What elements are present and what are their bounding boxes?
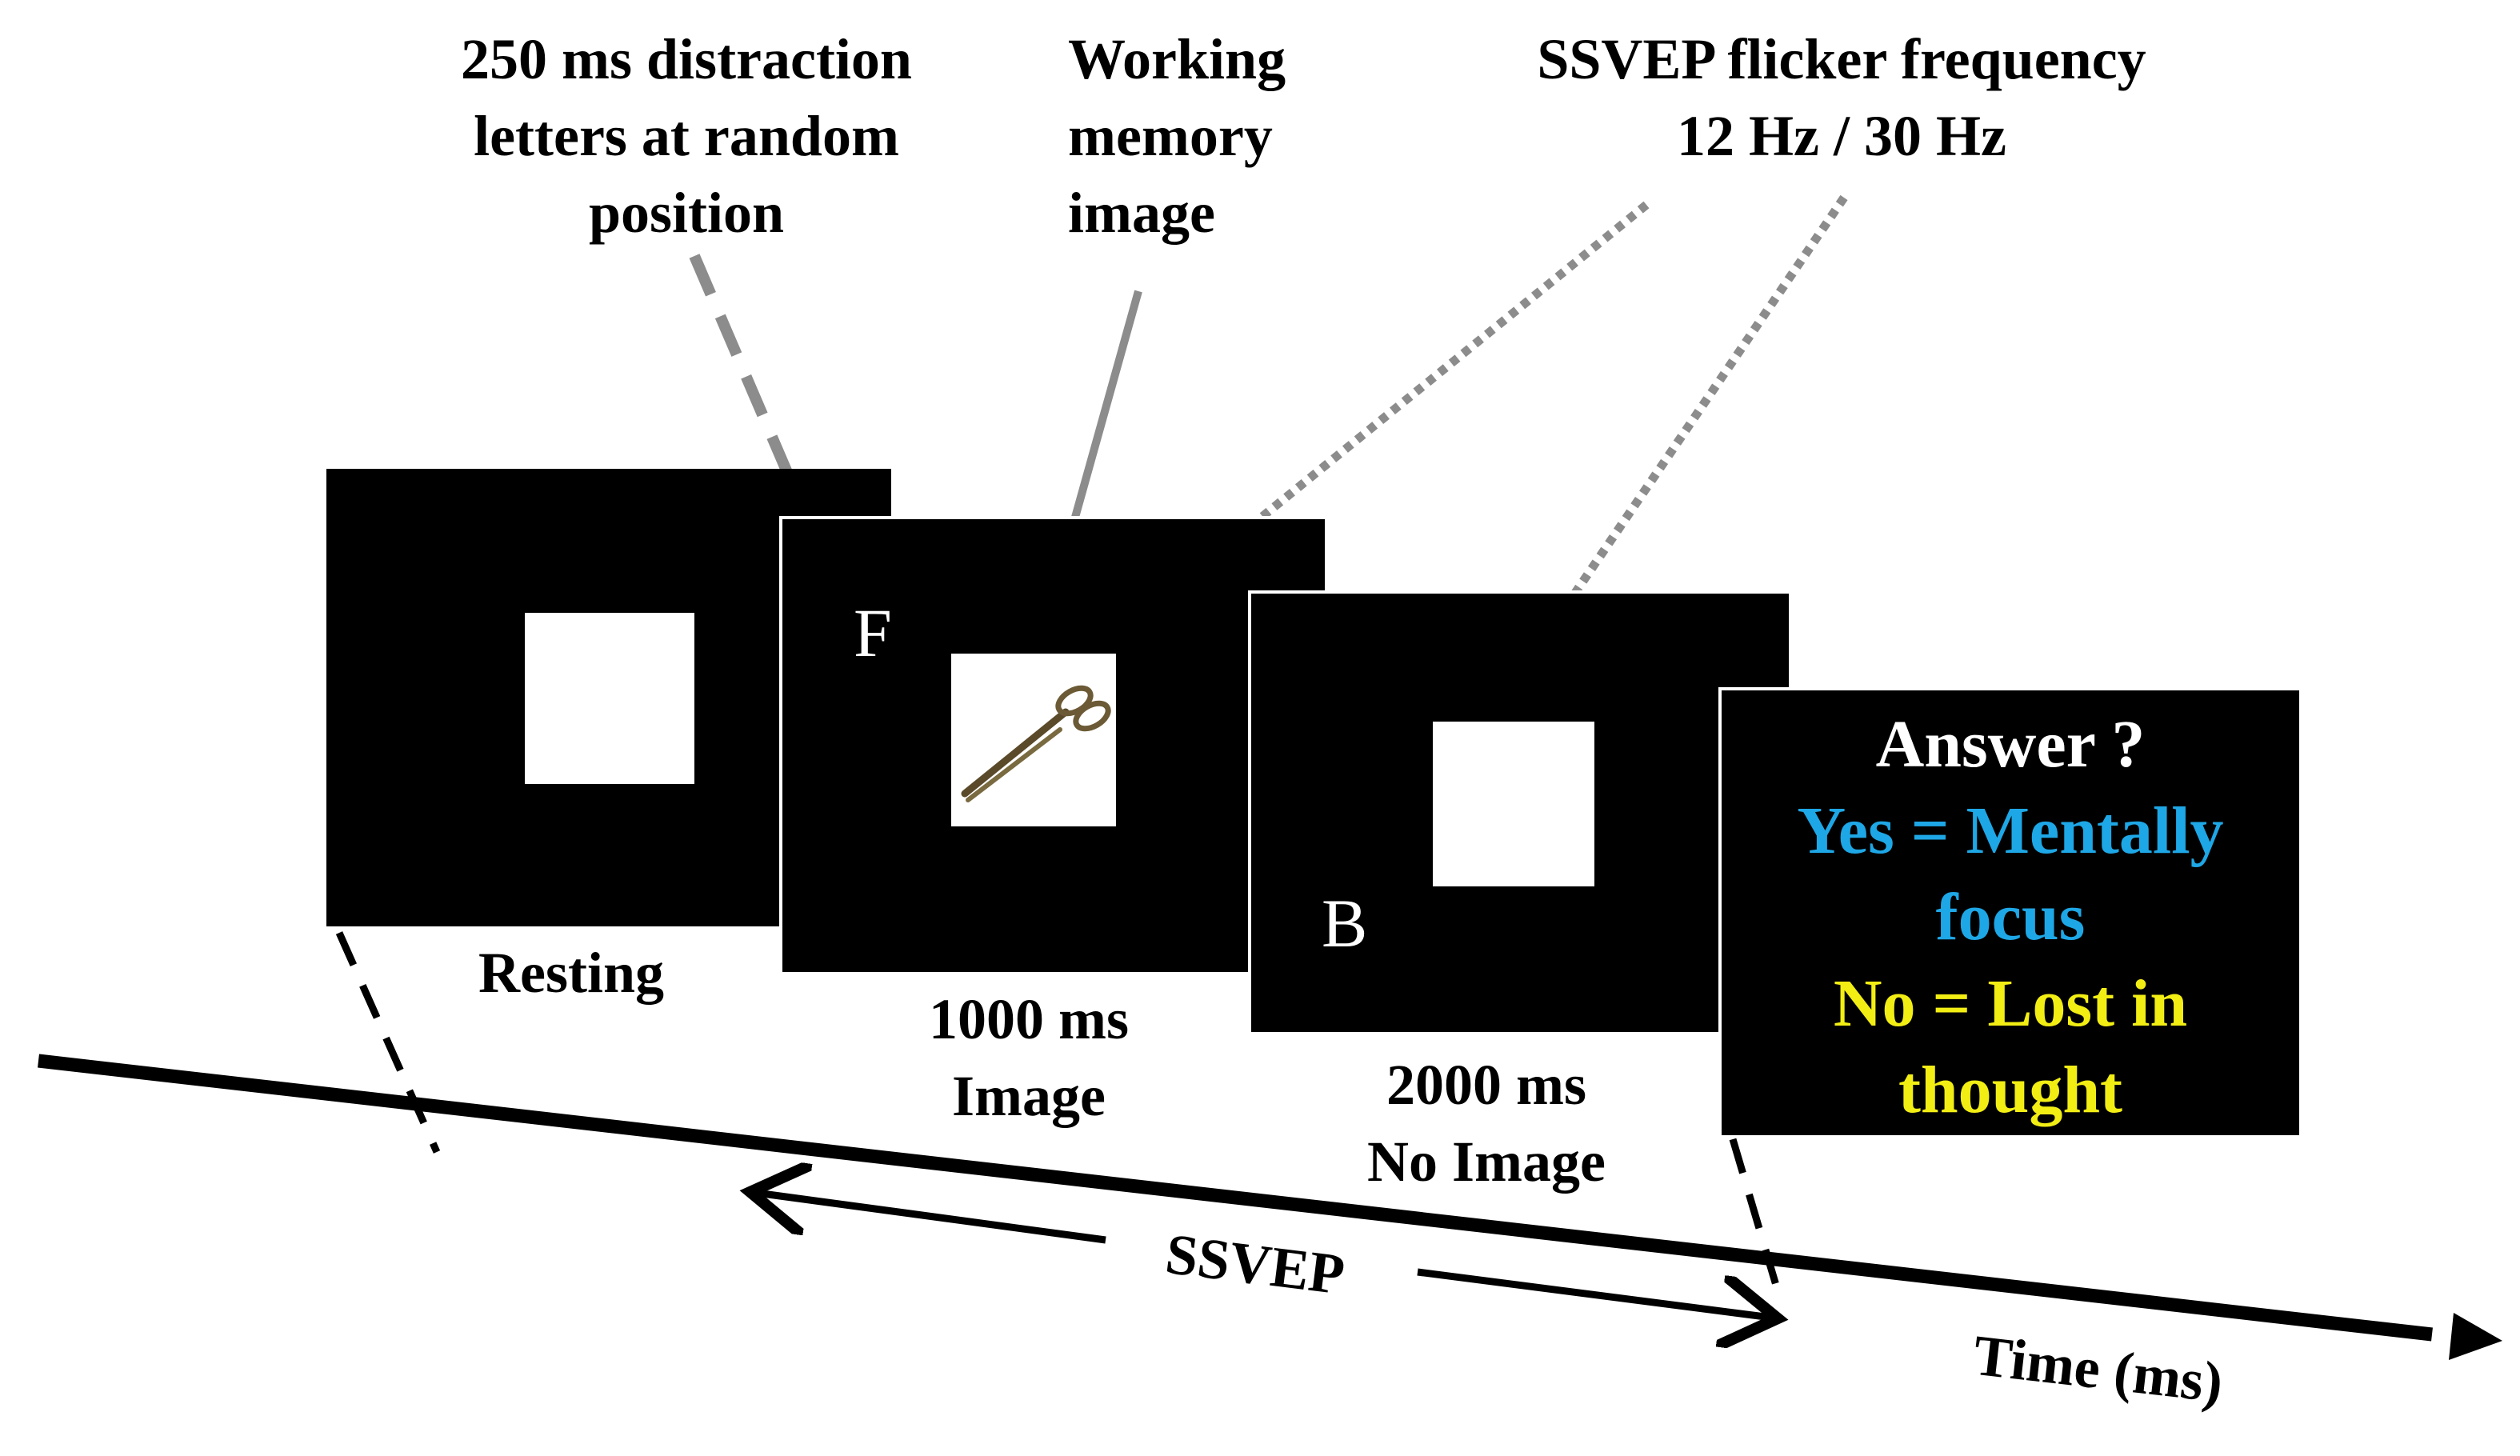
ssvep-span-label: SSVEP [1162, 1222, 1348, 1307]
working-memory-annotation: Working memory image [1068, 27, 1286, 245]
ssvep-flicker-line-2: 12 Hz / 30 Hz [1677, 104, 2006, 168]
distraction-line-3: position [589, 181, 784, 245]
no-image-screen: B [1248, 590, 1792, 1035]
flicker-pointer-arrow-1 [1114, 201, 1650, 637]
answer-screen: Answer ? Yes = Mentally focus No = Lost … [1718, 687, 2302, 1138]
ssvep-flicker-annotation: SSVEP flicker frequency 12 Hz / 30 Hz [1537, 27, 2146, 168]
working-memory-line-1: Working [1068, 27, 1286, 91]
answer-no-line-2: thought [1898, 1053, 2122, 1127]
resting-label: Resting [478, 941, 664, 1005]
scissors-icon [961, 685, 1111, 802]
image-name-label: Image [952, 1064, 1106, 1128]
answer-guide-line [1729, 1138, 1783, 1298]
distraction-letter: B [1322, 885, 1367, 962]
answer-title: Answer ? [1876, 707, 2146, 782]
working-memory-line-3: image [1068, 181, 1215, 245]
answer-yes-line-1: Yes = Mentally [1797, 794, 2223, 868]
no-image-duration-label: 2000 ms [1386, 1053, 1586, 1117]
stimulus-square [525, 613, 694, 784]
image-duration-label: 1000 ms [929, 987, 1129, 1051]
distraction-letter: F [854, 594, 892, 671]
answer-no-line-1: No = Lost in [1834, 966, 2187, 1041]
distraction-line-2: letters at random [474, 104, 899, 168]
stimulus-square [1433, 722, 1594, 886]
no-image-name-label: No Image [1367, 1130, 1606, 1194]
ssvep-left-arrow [750, 1192, 1106, 1244]
ssvep-span: SSVEP [750, 1192, 1778, 1318]
ssvep-right-arrow [1417, 1268, 1778, 1318]
time-axis-arrowhead [2449, 1313, 2502, 1360]
ssvep-flicker-line-1: SSVEP flicker frequency [1537, 27, 2146, 91]
answer-screen-frame [1718, 687, 2302, 1138]
time-axis-label: Time (ms) [1970, 1323, 2226, 1415]
working-memory-line-2: memory [1068, 104, 1273, 168]
resting-guide-line [335, 931, 441, 1154]
time-axis-line [38, 1054, 2433, 1342]
distraction-line-1: 250 ms distraction [461, 27, 912, 91]
distraction-annotation: 250 ms distraction letters at random pos… [461, 27, 912, 245]
answer-yes-line-2: focus [1936, 880, 2086, 954]
image-screen: F [779, 516, 1328, 975]
